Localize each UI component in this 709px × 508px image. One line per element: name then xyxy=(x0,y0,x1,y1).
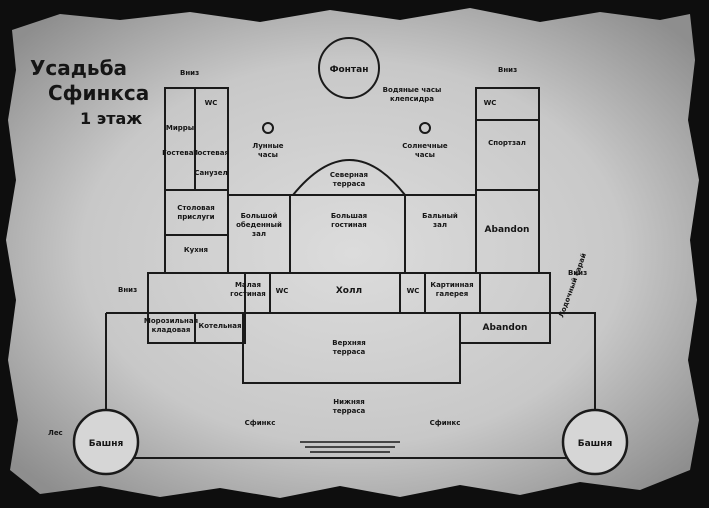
servants-label-2: прислуги xyxy=(177,213,214,221)
moon-clock-label: Лунные xyxy=(252,142,283,150)
sphinx-left-label: Сфинкс xyxy=(245,419,276,427)
tower-left-label: Башня xyxy=(89,439,124,449)
lower-terrace-label: Нижняя xyxy=(333,398,365,406)
room-guest-label-2: Гостевая xyxy=(193,149,229,157)
room-mirror-label: Мирры xyxy=(166,124,194,132)
abandon-bottom-label: Abandon xyxy=(483,323,528,333)
tower-left-circle xyxy=(72,408,140,476)
north-terrace-label: Северная xyxy=(330,171,368,179)
boiler-label: Котельная xyxy=(199,322,242,330)
sun-icon xyxy=(419,122,431,134)
ballroom-label: Бальный xyxy=(422,212,458,220)
big-dining-label: Большой xyxy=(241,212,278,220)
wc-label-1: WC xyxy=(205,99,218,107)
upper-terrace-label-2: терраса xyxy=(333,348,366,356)
tower-right-circle xyxy=(561,408,629,476)
room-bath-label: Санузел xyxy=(194,169,227,177)
water-clock-label: Водяные часы xyxy=(383,86,442,94)
north-terrace-label-2: терраса xyxy=(333,180,366,188)
pantry-label: Морозильная xyxy=(144,317,198,325)
service-rooms xyxy=(147,312,246,344)
gallery-label-2: галерея xyxy=(436,290,469,298)
big-dining-label-2: обеденный xyxy=(236,221,282,229)
ballroom-label-2: зал xyxy=(433,221,447,229)
kitchen-label: Кухня xyxy=(184,246,208,254)
down-right-label: Вниз xyxy=(568,269,587,277)
wc-label-2: WC xyxy=(484,99,497,107)
north-terrace-dome xyxy=(292,159,406,196)
stairs-bottom xyxy=(300,441,400,453)
small-living-label: Малая xyxy=(235,281,261,289)
floor-label: 1 этаж xyxy=(80,109,142,128)
wc-label-4: WC xyxy=(407,287,420,295)
wc-label-3: WC xyxy=(276,287,289,295)
big-living-label-2: гостиная xyxy=(331,221,367,229)
lower-terrace-label-2: терраса xyxy=(333,407,366,415)
hall-label: Холл xyxy=(336,286,362,296)
sportzal-label: Спортзал xyxy=(488,139,526,147)
servants-label: Столовая xyxy=(177,204,215,212)
gallery-label: Картинная xyxy=(430,281,473,289)
down-top-left-label: Вниз xyxy=(180,69,199,77)
sun-clock-label: Солнечные xyxy=(402,142,448,150)
down-left-label: Вниз xyxy=(118,286,137,294)
big-living-label: Большая xyxy=(331,212,367,220)
title-line2: Сфинкса xyxy=(48,81,149,105)
parchment xyxy=(6,8,699,498)
moon-icon xyxy=(262,122,274,134)
fountain-circle xyxy=(318,37,380,99)
pantry-label-2: кладовая xyxy=(152,326,191,334)
forest-label: Лес xyxy=(48,429,63,437)
moon-clock-label-2: часы xyxy=(258,151,278,159)
down-top-right-label: Вниз xyxy=(498,66,517,74)
upper-terrace-label: Верхняя xyxy=(332,339,365,347)
upper-terrace xyxy=(242,312,461,384)
small-living-label-2: гостиная xyxy=(230,290,266,298)
title-line1: Усадьба xyxy=(30,56,127,80)
walls xyxy=(105,87,596,459)
big-dining-label-3: зал xyxy=(252,230,266,238)
abandon-top-label: Abandon xyxy=(485,225,530,235)
sun-clock-label-2: часы xyxy=(415,151,435,159)
water-clock-label-2: клепсидра xyxy=(390,95,434,103)
fountain-label: Фонтан xyxy=(330,65,369,75)
sphinx-right-label: Сфинкс xyxy=(430,419,461,427)
room-guest-label: Гостевая xyxy=(162,149,198,157)
tower-right-label: Башня xyxy=(578,439,613,449)
